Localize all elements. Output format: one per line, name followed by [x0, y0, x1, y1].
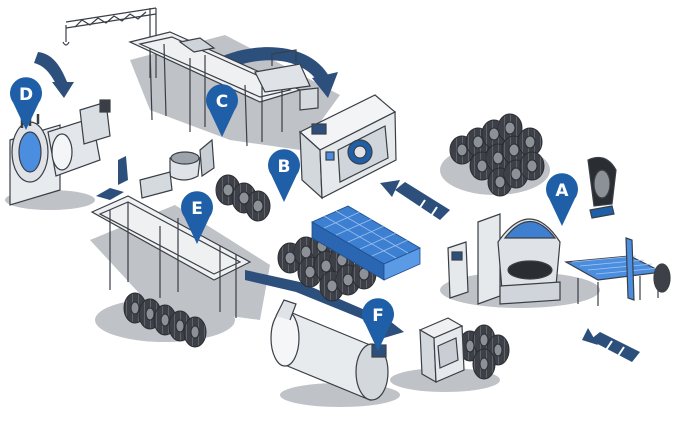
tire-stack-top-right — [449, 113, 545, 197]
blue-block-pallet — [311, 205, 421, 281]
marker-label: C — [216, 92, 228, 112]
marker-a: A — [546, 173, 578, 226]
flow-arrow-to-shredder — [96, 156, 128, 200]
gantry-conveyor-c — [128, 31, 319, 147]
marker-label: D — [19, 85, 33, 105]
marker-c: C — [206, 84, 238, 137]
storage-tank-f — [270, 299, 389, 401]
press-machine-d — [9, 99, 111, 206]
marker-f: F — [362, 298, 394, 351]
marker-e: E — [181, 191, 213, 244]
tire-stack-bottom-left — [123, 292, 207, 348]
flow-arrow-incoming-bottom-right — [582, 328, 640, 362]
roller-table-a — [564, 157, 671, 306]
marker-label: B — [278, 157, 291, 177]
marker-pin-shape — [546, 173, 578, 226]
flow-arrow-to-machine-b — [380, 180, 450, 220]
marker-pin-shape — [206, 84, 238, 137]
marker-b: B — [268, 149, 300, 202]
loop-conveyor-e — [90, 138, 252, 318]
flow-arrow-curved-d — [34, 52, 74, 98]
grinder-machine-f — [418, 317, 465, 384]
location-markers: A B C D E F — [10, 77, 578, 351]
flow-arrow-curved-c — [210, 47, 338, 98]
marker-label: A — [555, 181, 569, 201]
marker-pin-shape — [10, 77, 43, 130]
marker-d: D — [10, 77, 43, 130]
processing-machine-b — [298, 94, 397, 200]
marker-pin-shape — [268, 149, 300, 202]
marker-pin-shape — [181, 191, 213, 244]
marker-label: F — [372, 306, 384, 326]
tire-stack-left-middle — [215, 174, 271, 222]
overhead-crane — [62, 7, 157, 78]
dome-press-machine-a — [447, 213, 561, 305]
tire-stack-bottom-right — [458, 324, 510, 380]
marker-label: E — [191, 199, 203, 219]
marker-pin-shape — [362, 298, 394, 351]
